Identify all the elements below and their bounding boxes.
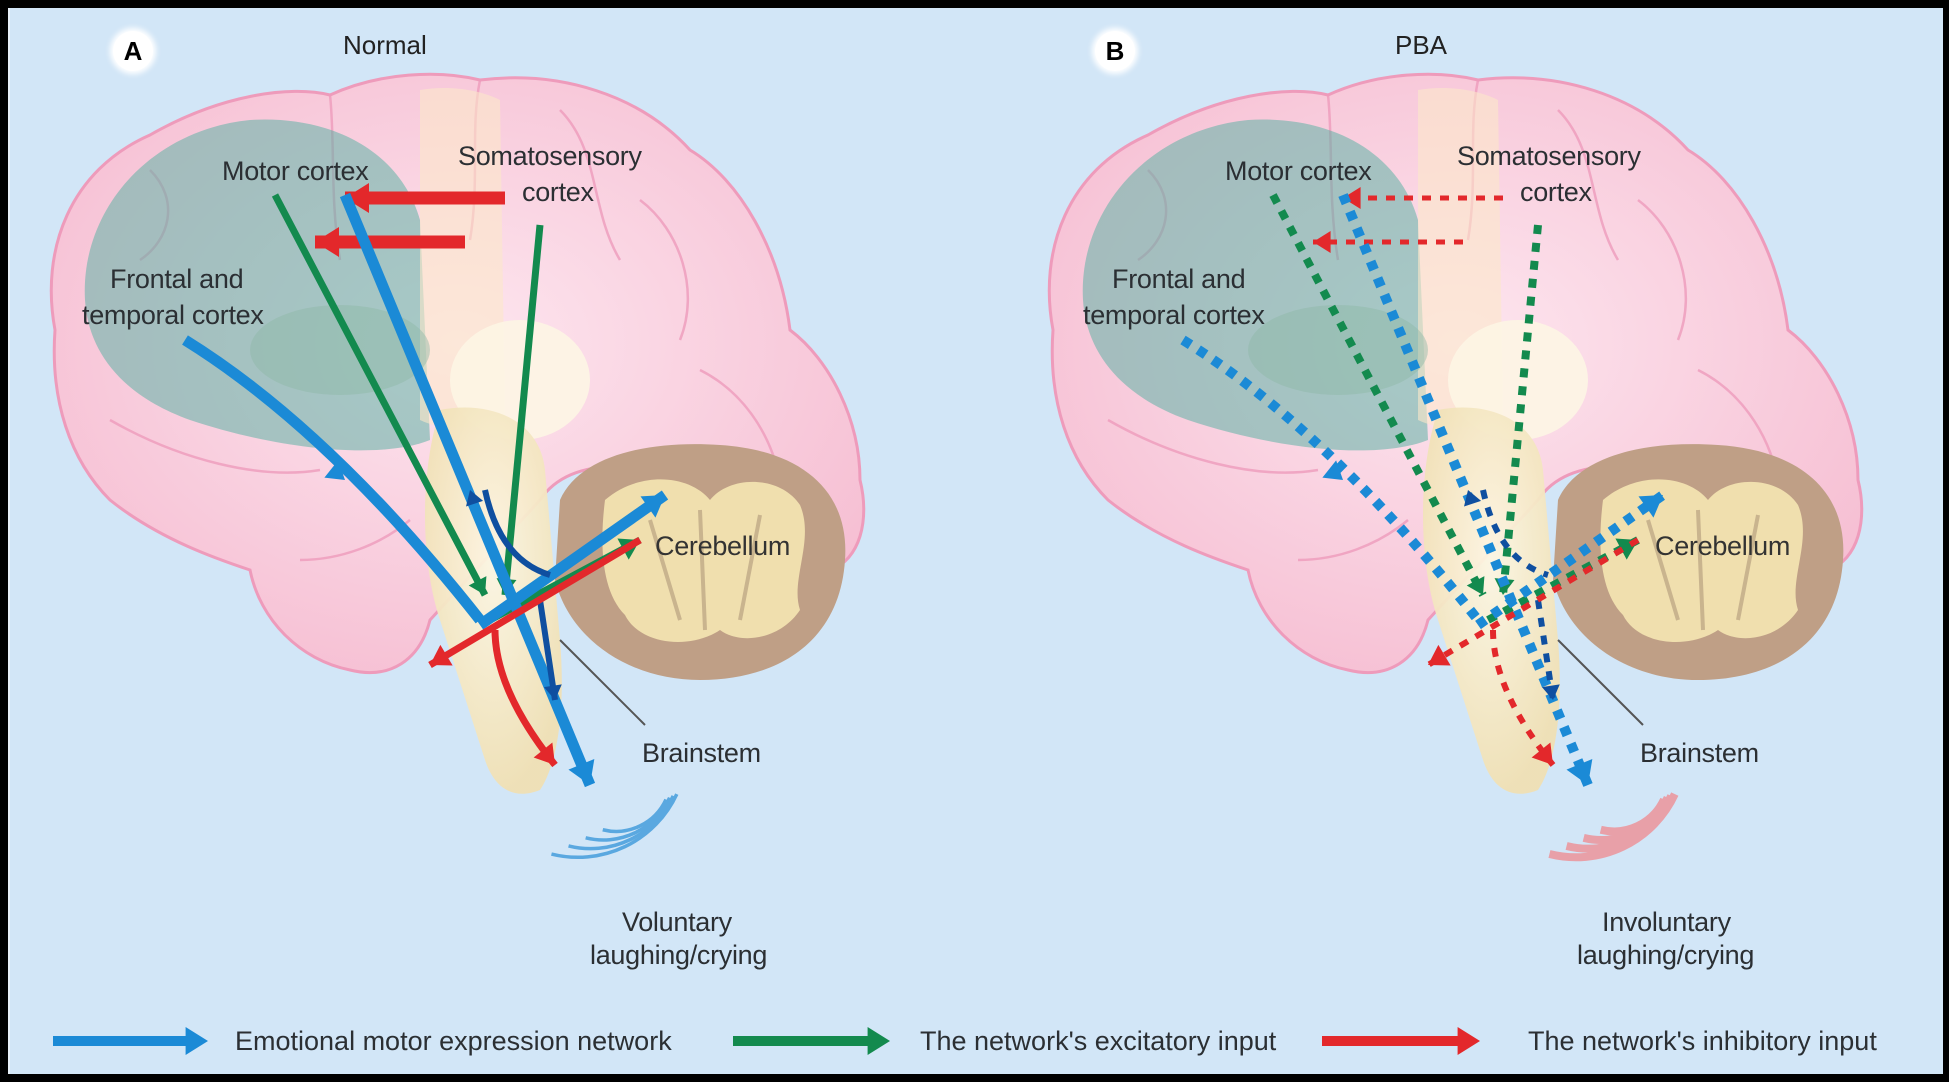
network-arrow-cerebellum-head — [640, 495, 665, 518]
inhibitory-arrow-cross-head — [1428, 644, 1451, 666]
sound-wave-arc — [568, 795, 675, 851]
network-arrow-frontal-head — [1322, 460, 1343, 480]
excitatory-arrow-motor — [271, 193, 489, 597]
panel-pba — [1047, 72, 1864, 862]
network-arrow-cerebellum — [1475, 490, 1666, 630]
gyrus-line — [1557, 109, 1620, 261]
cerebellum-fold — [1646, 519, 1680, 621]
panel-a-somatosensory-label-2: cortex — [522, 177, 594, 207]
legend-arrow-head — [1457, 1027, 1480, 1055]
panel-normal — [49, 72, 866, 860]
gyrus-line — [639, 199, 689, 341]
inhibitory-arrow-descending — [491, 629, 558, 768]
panel-b-outcome-label-1: Involuntary — [1602, 907, 1731, 937]
panel-b-outcome-label-2: laughing/crying — [1577, 940, 1755, 970]
network-loop-upper — [1480, 489, 1549, 578]
legend-excitatory-label: The network's excitatory input — [920, 1026, 1277, 1056]
cerebellum-fold — [648, 519, 682, 621]
panel-b-brainstem-label: Brainstem — [1640, 738, 1759, 768]
legend-arrow-head — [185, 1027, 208, 1055]
panel-a-title: Normal — [343, 30, 427, 60]
network-arrow-motor-descending-head — [568, 758, 595, 785]
inhibitory-arrow-cross — [428, 536, 642, 669]
brainstem-shape — [425, 407, 562, 794]
gyrus-line — [559, 109, 622, 261]
inhibitory-arrow-cross-head — [430, 644, 453, 666]
panel-a-frontal-label-1: Frontal and — [110, 264, 244, 294]
brainstem-pointer — [1557, 639, 1644, 726]
panel-b-motor-cortex-label: Motor cortex — [1225, 156, 1372, 186]
network-loop-lower-head — [1541, 684, 1560, 700]
brainstem-pointer — [559, 639, 646, 726]
excitatory-arrow-somatosensory — [501, 224, 544, 596]
legend-network-label: Emotional motor expression network — [235, 1026, 672, 1056]
excitatory-arrow-motor — [1269, 193, 1487, 597]
network-loop-up-head — [1464, 490, 1482, 507]
cerebellum-fold — [1736, 514, 1760, 621]
panel-a-frontal-label-2: temporal cortex — [82, 300, 264, 330]
excitatory-arrow-somatosensory — [1499, 224, 1542, 596]
gyrus-line — [109, 418, 321, 474]
panel-b-somatosensory-label-2: cortex — [1520, 177, 1592, 207]
gyrus-line — [1297, 519, 1409, 562]
panel-a-cerebellum-label: Cerebellum — [655, 531, 791, 561]
network-arrow-frontal-head — [324, 460, 345, 480]
inhibitory-arrow-upper-head — [1343, 187, 1361, 209]
cerebellum-fold — [698, 509, 707, 631]
network-loop-up-head — [466, 490, 484, 507]
panel-b-badge: B — [1095, 31, 1135, 71]
gyrus-line — [1637, 199, 1687, 341]
network-loop-upper — [482, 489, 551, 578]
panel-b-frontal-label-1: Frontal and — [1112, 264, 1246, 294]
basal-ganglia-shape — [250, 305, 430, 395]
panel-a-outcome-label-2: laughing/crying — [590, 940, 768, 970]
cerebellum-fold — [738, 514, 762, 621]
inhibitory-arrow-lower-head — [1313, 231, 1331, 253]
panel-a-outcome-label-1: Voluntary — [622, 907, 732, 937]
sound-wave-arc — [1548, 792, 1679, 862]
panel-a-brainstem-label: Brainstem — [642, 738, 761, 768]
gyrus-line — [1107, 418, 1319, 474]
excitatory-arrow-motor-head — [1466, 576, 1485, 595]
brainstem-shape — [1423, 407, 1560, 794]
network-loop-lower-head — [543, 684, 562, 700]
basal-ganglia-shape — [1248, 305, 1428, 395]
inhibitory-arrow-upper-head — [345, 183, 369, 213]
inhibitory-arrow-lower-head — [315, 227, 339, 257]
network-arrow-frontal — [1180, 335, 1482, 624]
inhibitory-arrow-descending — [1490, 629, 1556, 767]
panel-a-badge: A — [113, 31, 153, 71]
network-arrow-cerebellum — [476, 490, 669, 630]
panel-b-cerebellum-label: Cerebellum — [1655, 531, 1791, 561]
sound-wave-arc — [602, 798, 668, 834]
legend-inhibitory-label: The network's inhibitory input — [1528, 1026, 1877, 1056]
legend-arrows — [53, 1027, 1480, 1055]
network-arrow-frontal — [182, 335, 485, 624]
inhibitory-arrow-descending-head — [1531, 742, 1553, 765]
legend-arrow-head — [867, 1027, 890, 1055]
sound-wave-arc — [551, 793, 679, 860]
panel-b-title: PBA — [1395, 30, 1448, 60]
inhibitory-arrow-descending-head — [533, 742, 555, 765]
panel-a-motor-cortex-label: Motor cortex — [222, 156, 369, 186]
network-loop-lower — [537, 599, 558, 701]
network-arrow-cerebellum-head — [1638, 495, 1663, 518]
inhibitory-arrow-cross — [1426, 537, 1640, 668]
excitatory-arrow-motor-head — [468, 576, 487, 595]
cerebellum-fold — [1696, 509, 1705, 631]
panel-b-frontal-label-2: temporal cortex — [1083, 300, 1265, 330]
panel-b-somatosensory-label-1: Somatosensory — [1457, 141, 1641, 171]
sound-wave-arc — [585, 796, 672, 842]
network-arrow-motor-descending-head — [1566, 758, 1593, 785]
panel-a-somatosensory-label-1: Somatosensory — [458, 141, 642, 171]
